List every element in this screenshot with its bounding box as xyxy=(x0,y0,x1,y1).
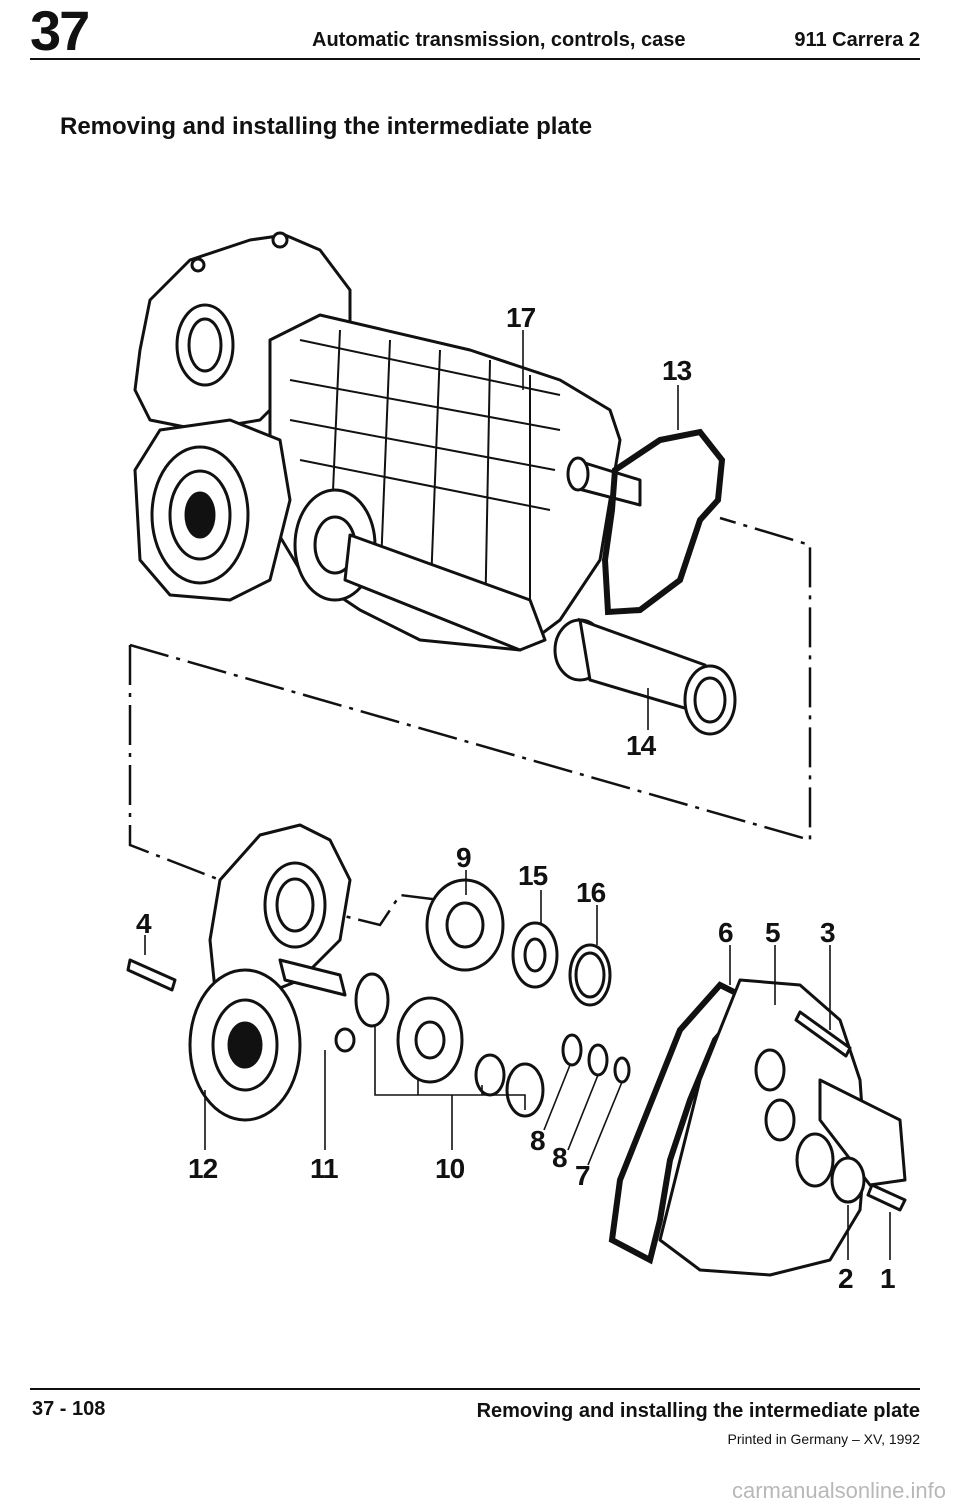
callout-labels: 17 13 14 9 15 16 4 6 5 3 8 8 7 12 11 10 … xyxy=(136,302,896,1294)
callout-8-b: 8 xyxy=(552,1142,567,1173)
callout-15: 15 xyxy=(518,860,548,891)
leader-lines xyxy=(144,330,891,1260)
assembly-guide-lines xyxy=(128,516,812,927)
upper-gasket-drawing xyxy=(601,428,726,616)
chapter-number: 37 xyxy=(30,0,90,62)
print-note: Printed in Germany – XV, 1992 xyxy=(727,1431,921,1447)
header-model: 911 Carrera 2 xyxy=(794,29,920,51)
callout-8-a: 8 xyxy=(530,1125,545,1156)
footer-rule xyxy=(30,1388,920,1390)
page-header: 37 Automatic transmission, controls, cas… xyxy=(30,0,920,60)
callout-17: 17 xyxy=(506,302,536,333)
footer-title: Removing and installing the intermediate… xyxy=(476,1400,920,1422)
cover-drawing xyxy=(658,978,907,1277)
watermark: carmanualsonline.info xyxy=(731,1478,946,1503)
callout-9: 9 xyxy=(456,842,471,873)
callout-2: 2 xyxy=(838,1263,853,1294)
intermediate-plate-drawing xyxy=(126,823,631,1122)
callout-11: 11 xyxy=(310,1153,338,1184)
callout-14: 14 xyxy=(626,730,657,761)
header-rule xyxy=(30,58,920,60)
callout-13: 13 xyxy=(662,355,692,386)
callout-10: 10 xyxy=(435,1153,465,1184)
callout-1: 1 xyxy=(880,1263,895,1294)
header-title: Automatic transmission, controls, case xyxy=(312,29,686,51)
callout-7: 7 xyxy=(575,1160,590,1191)
callout-16: 16 xyxy=(576,877,606,908)
tube-drawing xyxy=(553,617,737,736)
callout-3: 3 xyxy=(820,917,835,948)
transmission-case-drawing xyxy=(133,231,642,652)
callout-6: 6 xyxy=(718,917,733,948)
callout-5: 5 xyxy=(765,917,780,948)
callout-4: 4 xyxy=(136,908,152,939)
section-title: Removing and installing the intermediate… xyxy=(60,113,593,140)
callout-12: 12 xyxy=(188,1153,218,1184)
page-number: 37 - 108 xyxy=(32,1398,106,1420)
